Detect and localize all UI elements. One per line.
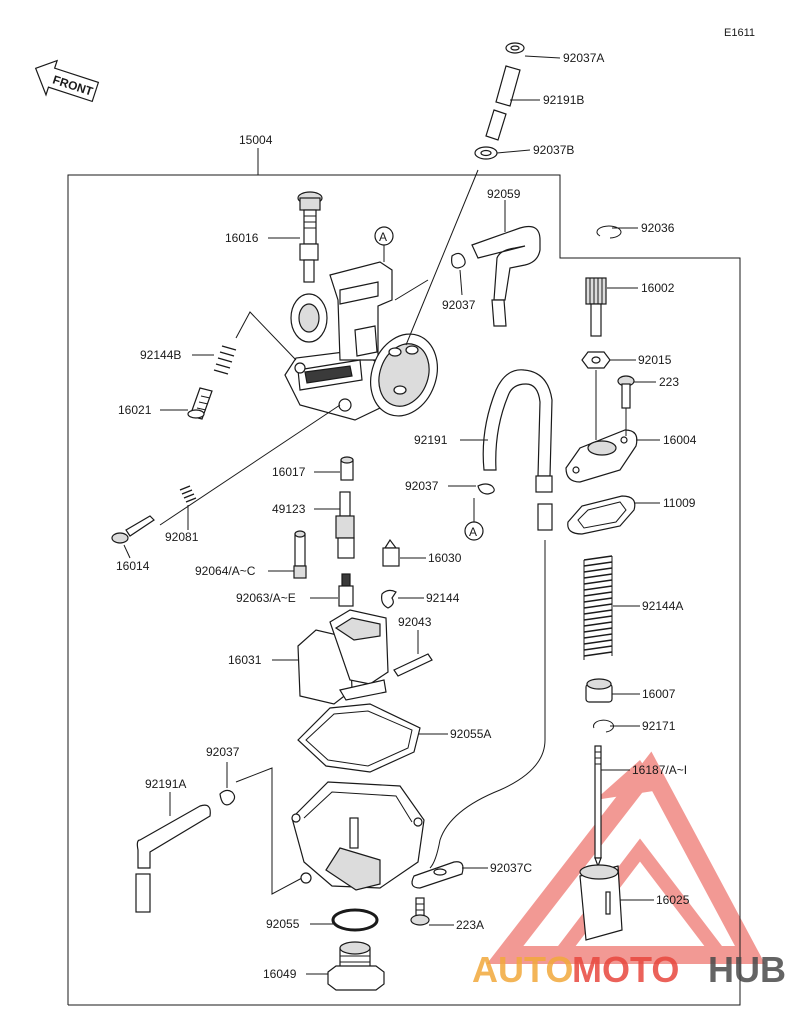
label-92037C: 92037C (490, 861, 532, 875)
part-92191B (485, 65, 540, 141)
label-92037-top: 92037 (442, 298, 476, 312)
part-92043-pin (393, 630, 433, 677)
label-16004: 16004 (663, 433, 697, 447)
label-92081: 92081 (165, 530, 199, 544)
label-92191B: 92191B (543, 93, 584, 107)
part-92037B (474, 146, 531, 160)
label-92037-low: 92037 (206, 745, 240, 759)
part-16030-float-valve (382, 538, 426, 567)
label-92144B: 92144B (140, 348, 181, 362)
part-92063-pilot-jet (310, 573, 354, 607)
part-92037A (505, 42, 561, 59)
label-49123: 49123 (272, 502, 306, 516)
label-92055A: 92055A (450, 727, 491, 741)
watermark-part1: AUTO (472, 949, 573, 990)
part-16007-retainer (585, 678, 640, 703)
svg-text:A: A (379, 230, 387, 244)
label-223A: 223A (456, 918, 484, 932)
label-16002: 16002 (641, 281, 675, 295)
part-92037-clip-mid (448, 483, 495, 495)
part-223-screw (617, 375, 656, 409)
part-92036-circlip (596, 225, 638, 239)
label-16014: 16014 (116, 559, 150, 573)
marker-a-top: A (374, 226, 394, 262)
part-16014-screw (111, 515, 155, 559)
label-92037A: 92037A (563, 51, 604, 65)
leader-bowl-left (235, 767, 303, 895)
label-92055: 92055 (266, 917, 300, 931)
part-92037-clip-low (219, 762, 236, 806)
part-16025-throttle-valve (579, 864, 654, 941)
label-92064: 92064/A~C (195, 564, 256, 578)
part-16187-needle (594, 745, 630, 868)
watermark-part3: HUB (708, 949, 786, 990)
part-92144B-spring (192, 311, 297, 375)
hose-route-line (429, 540, 546, 869)
label-92191: 92191 (414, 433, 448, 447)
label-92043: 92043 (398, 615, 432, 629)
assembly-bracket-15004 (67, 148, 741, 1006)
label-92171: 92171 (642, 719, 676, 733)
leader-body-right (394, 279, 429, 301)
label-16187: 16187/A~I (632, 763, 687, 777)
part-49123-needle-jet (314, 491, 355, 559)
part-92191A-tube (135, 792, 211, 913)
label-92144A: 92144A (642, 599, 683, 613)
label-16021: 16021 (118, 403, 152, 417)
part-92055A-gasket (297, 703, 448, 773)
label-92036: 92036 (641, 221, 675, 235)
part-16021-screw (160, 387, 213, 420)
label-16030: 16030 (428, 551, 462, 565)
label-92144: 92144 (426, 591, 460, 605)
label-16025: 16025 (656, 893, 690, 907)
label-16016: 16016 (225, 231, 259, 245)
label-15004: 15004 (239, 133, 273, 147)
label-92063: 92063/A~E (236, 591, 296, 605)
part-92059-tube (471, 200, 541, 327)
part-92037C-clip (411, 861, 488, 889)
label-11009: 11009 (663, 496, 696, 510)
part-92037-clip-top (451, 252, 466, 296)
part-92144A-spring (583, 555, 640, 660)
label-92059: 92059 (487, 187, 521, 201)
label-16007: 16007 (642, 687, 676, 701)
part-16004-cap (565, 370, 660, 483)
watermark-part2: MOTO (572, 949, 679, 990)
leader-16014 (159, 404, 341, 526)
part-16017-jet (314, 456, 354, 481)
front-arrow-icon: FRONT (34, 59, 100, 103)
label-92037B: 92037B (533, 143, 574, 157)
part-92191-tube (460, 369, 553, 531)
watermark-logo (486, 751, 766, 964)
watermark-text: AUTO MOTO HUB (472, 949, 786, 990)
part-16031-float (272, 609, 389, 705)
label-92037-mid: 92037 (405, 479, 439, 493)
part-92144-clip (381, 589, 424, 609)
carburetor-body (284, 261, 438, 421)
leader-92037B (405, 169, 479, 346)
part-92015-nut (581, 351, 636, 369)
label-92015: 92015 (638, 353, 672, 367)
part-92064-jet (268, 530, 307, 579)
label-16017: 16017 (272, 465, 306, 479)
marker-a-mid: A (464, 498, 484, 541)
part-223A-screw (410, 897, 454, 926)
part-16016-screw (268, 191, 323, 283)
part-11009-gasket (567, 495, 660, 535)
part-16049-drain-plug (306, 941, 385, 991)
part-float-bowl (291, 781, 425, 891)
label-16031: 16031 (228, 653, 262, 667)
svg-text:A: A (469, 525, 477, 539)
part-92171-clip (593, 719, 640, 733)
part-92081-spring (179, 485, 197, 530)
label-92191A: 92191A (145, 777, 186, 791)
part-92055-o-ring (310, 908, 379, 932)
label-223: 223 (659, 375, 679, 389)
part-16002-adjuster (585, 277, 638, 337)
label-16049: 16049 (263, 967, 297, 981)
diagram-code: E1611 (724, 27, 755, 39)
